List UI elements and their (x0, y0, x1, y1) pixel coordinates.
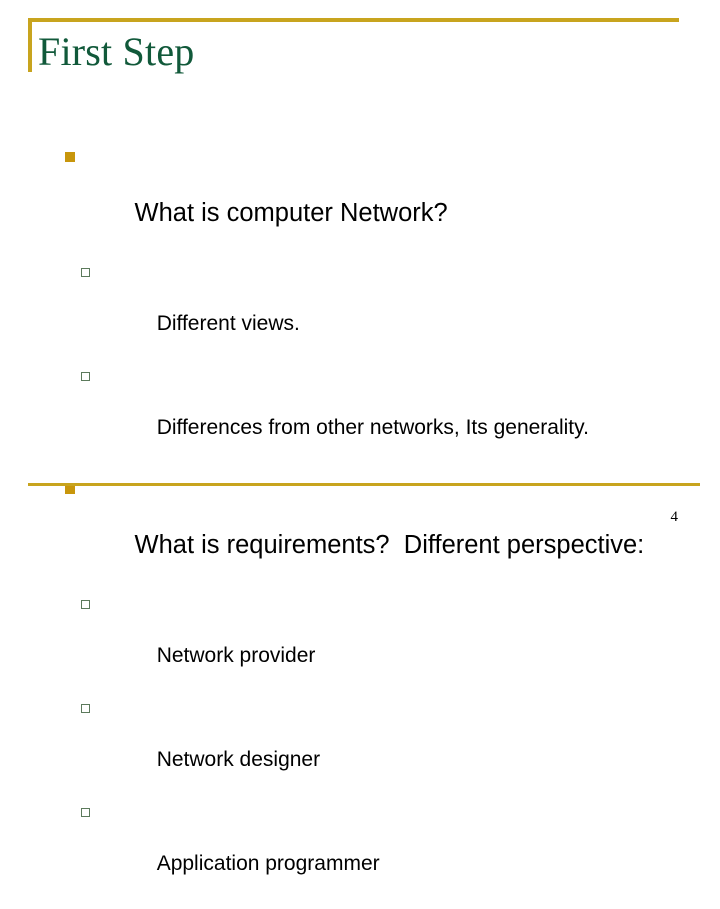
hollow-square-bullet-icon (81, 704, 90, 713)
bullet-level1: What is computer Network? (60, 141, 696, 257)
bullet-level2: Different views. (60, 259, 696, 363)
slide-body: What is computer Network? Different view… (60, 141, 696, 909)
page-title: First Step (38, 29, 195, 74)
hollow-square-bullet-icon (81, 268, 90, 277)
bullet-level2-label: Network provider (156, 644, 316, 667)
bullet-level2-label: Network designer (156, 748, 321, 771)
bullet-level2-group: Network provider Network designer Applic… (60, 591, 696, 903)
bullet-level2-group: Different views. Differences from other … (60, 259, 696, 467)
title-top-rule (28, 18, 679, 22)
hollow-square-bullet-icon (81, 372, 90, 381)
bullet-level2-label: Different views. (156, 312, 300, 335)
page-number: 4 (670, 509, 679, 525)
slide-canvas: First Step What is computer Network? Dif… (28, 18, 700, 875)
bullet-level2-label: Application programmer (156, 852, 380, 875)
filled-square-bullet-icon (65, 152, 75, 162)
title-left-rule (28, 18, 32, 72)
hollow-square-bullet-icon (81, 808, 90, 817)
bullet-level2-label: Differences from other networks, Its gen… (156, 416, 589, 439)
bullet-level2: Differences from other networks, Its gen… (60, 363, 696, 467)
footer-rule (28, 483, 700, 486)
bullet-level2: Network designer (60, 695, 696, 799)
bullet-level2: Network provider (60, 591, 696, 695)
hollow-square-bullet-icon (81, 600, 90, 609)
bullet-level1-label: What is requirements? Different perspect… (134, 531, 645, 559)
bullet-level1: What is requirements? Different perspect… (60, 473, 696, 589)
bullet-level2: Application programmer (60, 799, 696, 903)
filled-square-bullet-icon (65, 484, 75, 494)
bullet-level1-label: What is computer Network? (134, 199, 448, 227)
